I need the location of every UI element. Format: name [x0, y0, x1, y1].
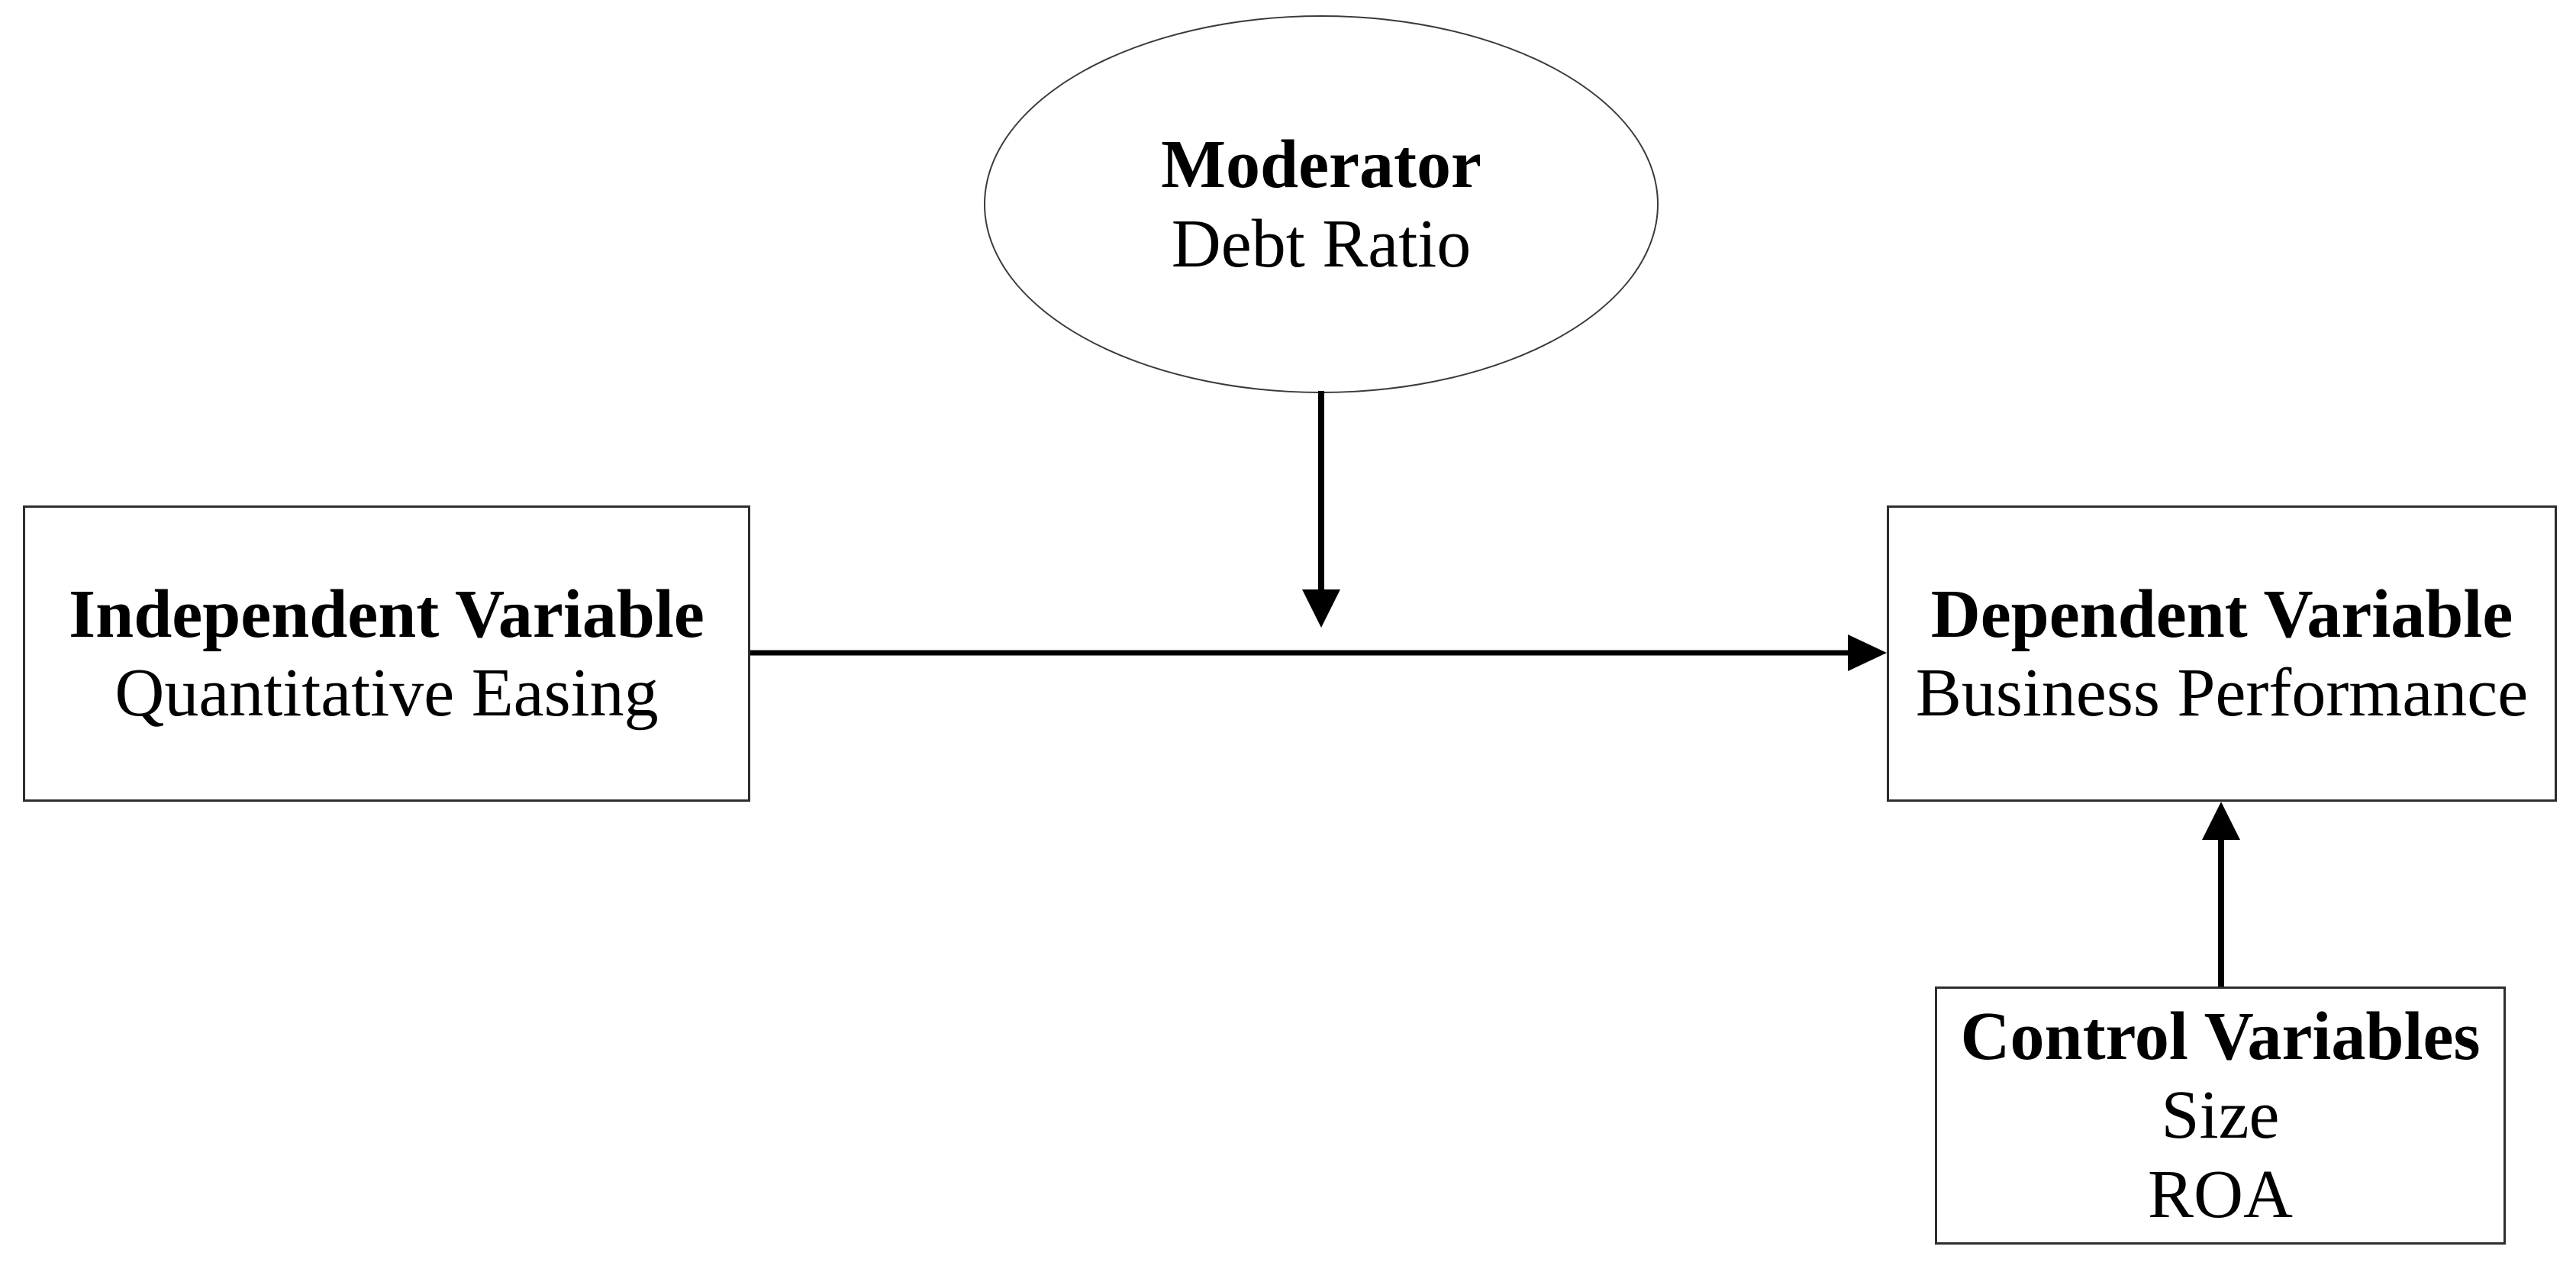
- dependent-variable-label: Dependent Variable: [1930, 576, 2513, 652]
- dependent-variable-box: Dependent Variable Business Performance: [1887, 505, 2557, 802]
- moderation-arrow-head: [1302, 589, 1340, 628]
- moderator-variable: Debt Ratio: [1171, 205, 1472, 282]
- control-variable-roa: ROA: [2147, 1156, 2294, 1232]
- independent-variable-name: Quantitative Easing: [114, 655, 659, 731]
- direct-effect-arrow-head: [1848, 634, 1887, 671]
- moderator-label: Moderator: [1161, 127, 1481, 202]
- control-variables-label: Control Variables: [1960, 998, 2481, 1074]
- control-variables-box: Control Variables Size ROA: [1935, 986, 2506, 1245]
- control-variable-size: Size: [2161, 1077, 2280, 1154]
- direct-effect-arrow: [750, 634, 1887, 671]
- moderation-arrow: [1302, 391, 1340, 628]
- control-effect-arrow-head: [2202, 802, 2240, 840]
- dependent-variable-name: Business Performance: [1915, 655, 2529, 731]
- independent-variable-label: Independent Variable: [69, 576, 704, 652]
- moderator-ellipse: Moderator Debt Ratio: [984, 15, 1659, 393]
- independent-variable-box: Independent Variable Quantitative Easing: [23, 505, 750, 802]
- control-effect-arrow: [2202, 802, 2240, 986]
